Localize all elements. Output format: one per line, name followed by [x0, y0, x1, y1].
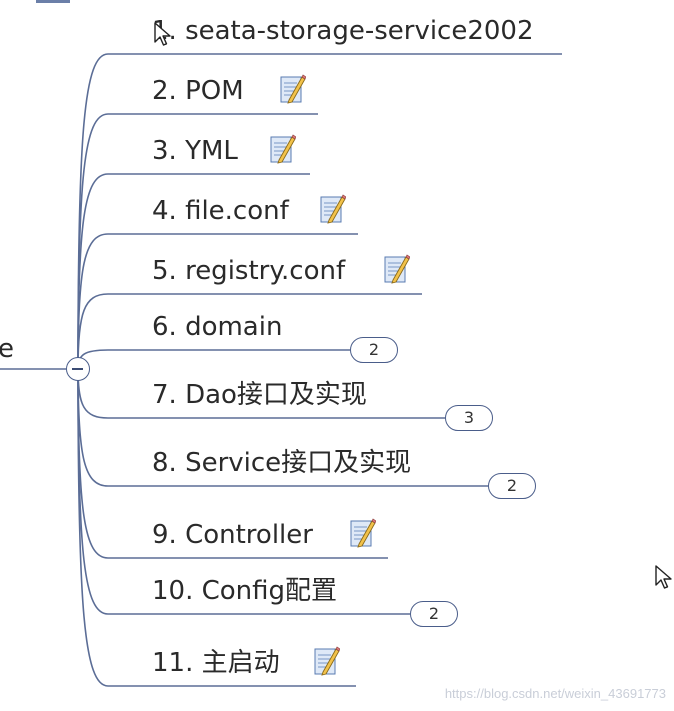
- branch-label[interactable]: 3. YML: [152, 136, 238, 166]
- branch-label[interactable]: 9. Controller: [152, 520, 313, 550]
- note-pencil-icon[interactable]: [320, 194, 346, 224]
- branch-label[interactable]: 8. Service接口及实现: [152, 448, 412, 478]
- branch-label[interactable]: 5. registry.conf: [152, 256, 346, 286]
- root-node-label[interactable]: e: [0, 334, 14, 364]
- child-count-badge[interactable]: 2: [410, 601, 458, 627]
- top-edge-fragment: [36, 0, 70, 3]
- branch-label[interactable]: 1. seata-storage-service2002: [152, 16, 534, 46]
- child-count-badge[interactable]: 2: [350, 337, 398, 363]
- watermark: https://blog.csdn.net/weixin_43691773: [444, 686, 666, 701]
- branch-connector: [77, 173, 148, 370]
- note-pencil-icon[interactable]: [314, 646, 340, 676]
- note-pencil-icon[interactable]: [350, 518, 376, 548]
- branch-connector: [77, 368, 148, 615]
- branch-connector: [77, 368, 148, 559]
- mouse-pointer-icon: [655, 565, 672, 589]
- child-count-badge[interactable]: 2: [488, 473, 536, 499]
- branch-connector: [77, 53, 148, 370]
- branch-connector: [77, 233, 148, 370]
- note-pencil-icon[interactable]: [384, 254, 410, 284]
- branch-label[interactable]: 7. Dao接口及实现: [152, 380, 367, 410]
- branch-label[interactable]: 6. domain: [152, 312, 283, 342]
- branch-label[interactable]: 10. Config配置: [152, 576, 338, 606]
- branch-label[interactable]: 4. file.conf: [152, 196, 289, 226]
- note-pencil-icon[interactable]: [280, 74, 306, 104]
- collapse-minus-icon[interactable]: [66, 357, 90, 381]
- branch-label[interactable]: 2. POM: [152, 76, 244, 106]
- branch-label[interactable]: 11. 主启动: [152, 648, 280, 678]
- branch-connector: [77, 368, 148, 487]
- child-count-badge[interactable]: 3: [445, 405, 493, 431]
- branch-connector: [77, 113, 148, 370]
- branch-connector: [77, 368, 148, 687]
- branch-connector: [77, 368, 148, 419]
- branch-connector: [77, 293, 148, 370]
- mouse-pointer-icon: [154, 22, 171, 46]
- note-pencil-icon[interactable]: [270, 134, 296, 164]
